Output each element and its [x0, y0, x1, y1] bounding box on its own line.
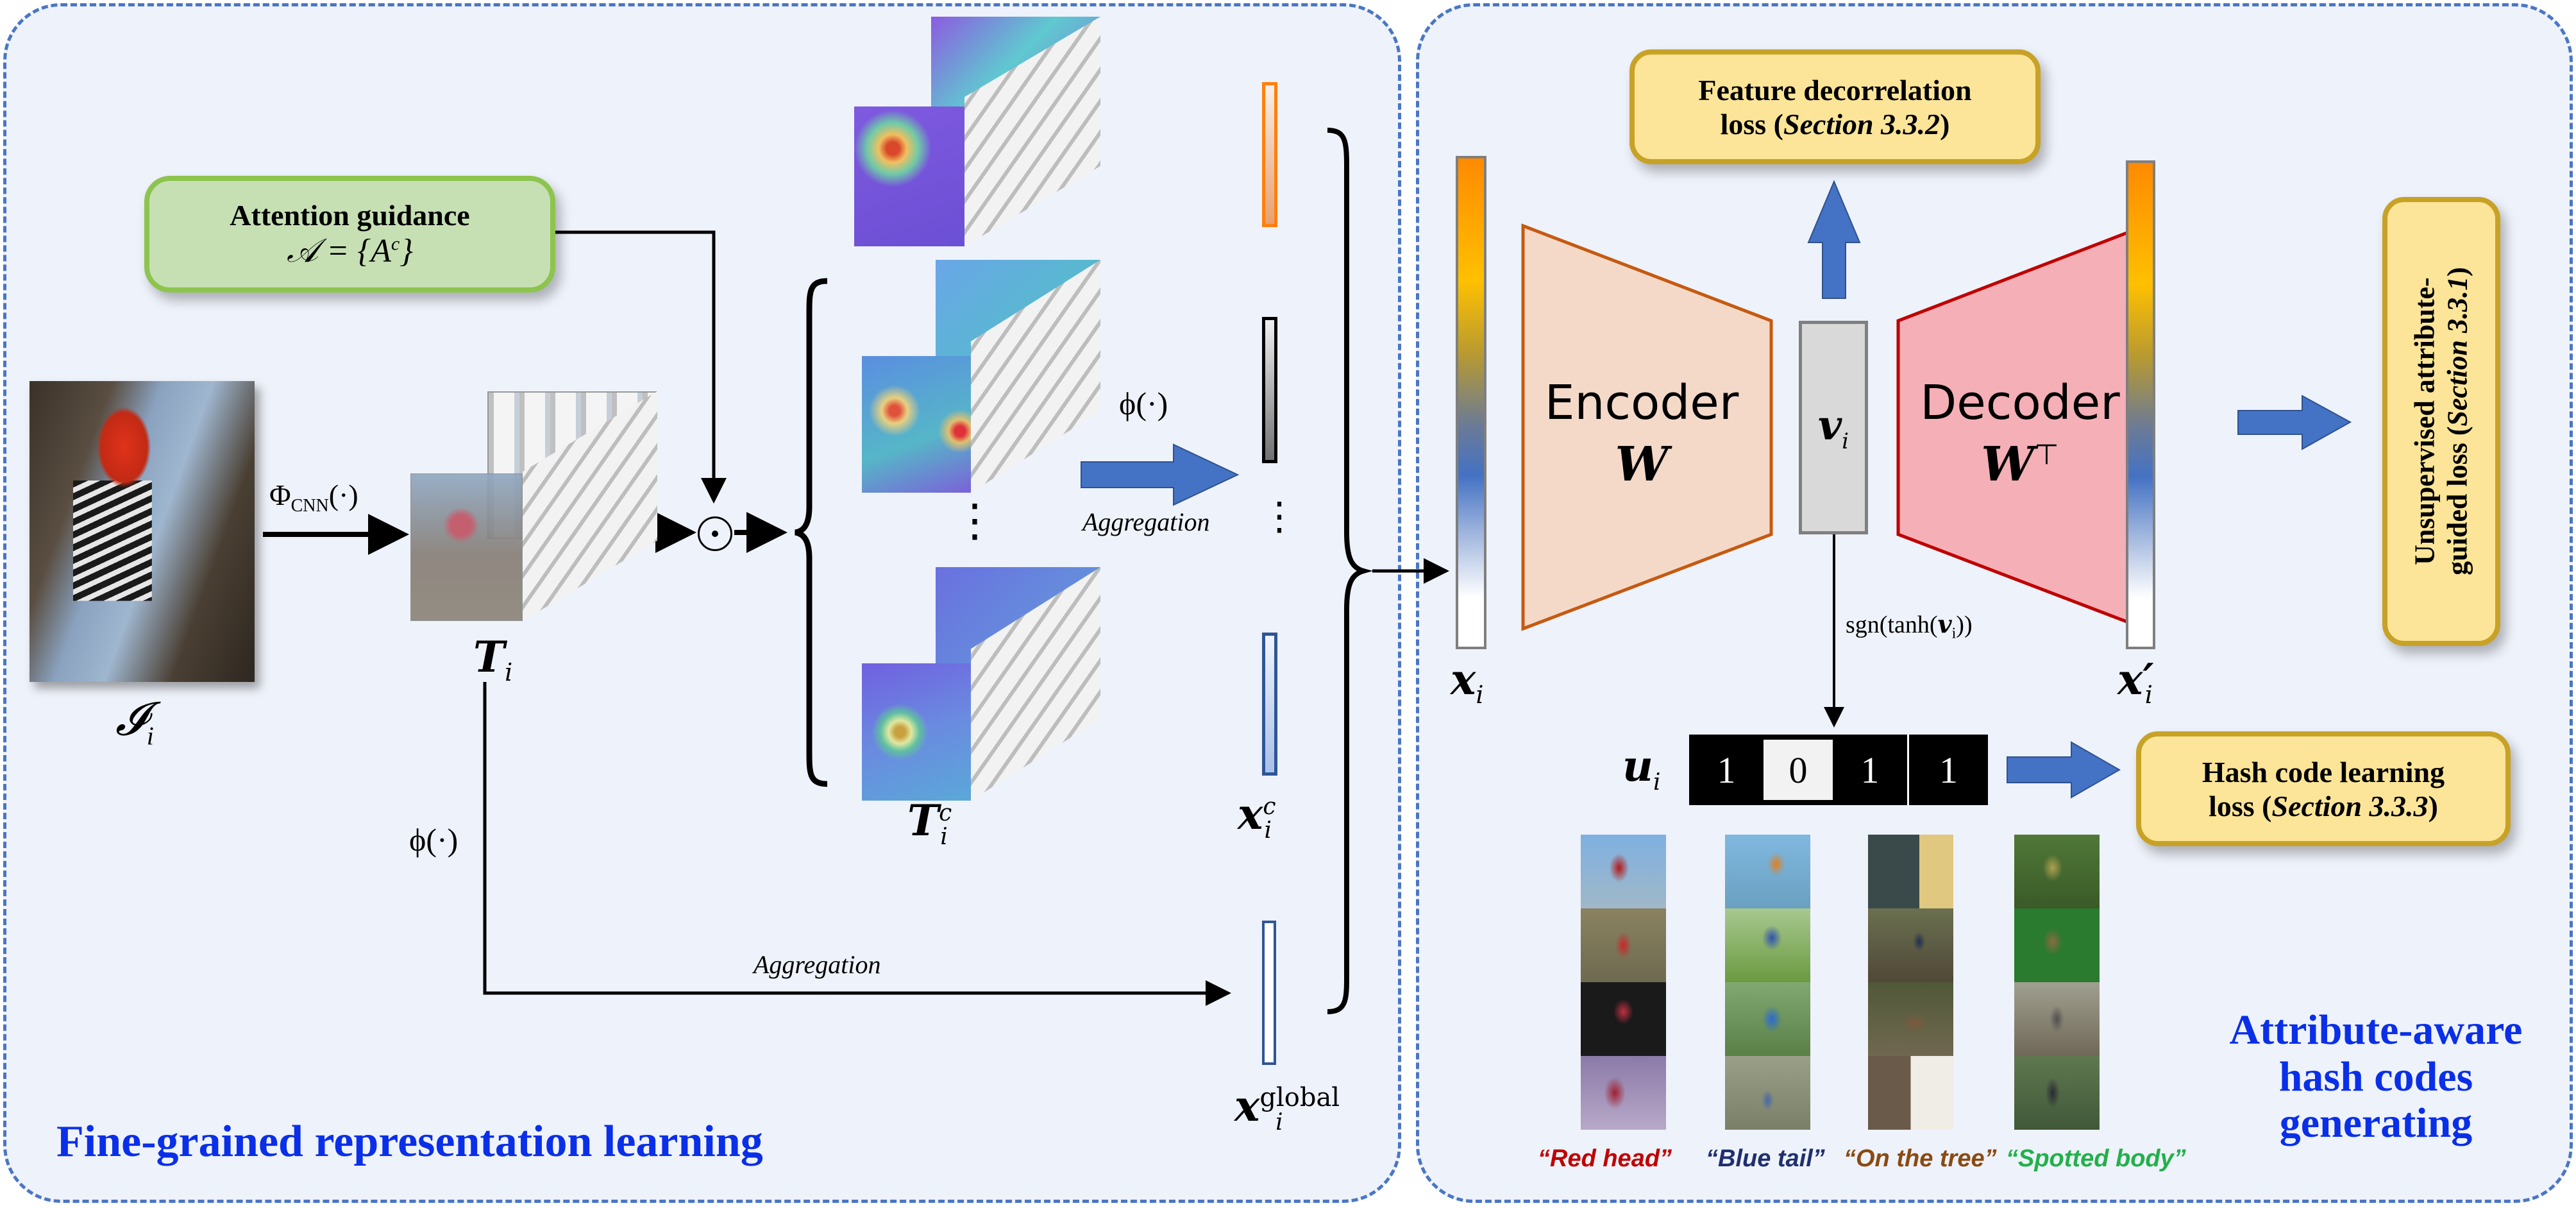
decoder-weight: W⊤: [1981, 437, 2059, 492]
dots-cubes: ⋮: [952, 497, 997, 546]
reconstruction-block-arrow: [2237, 395, 2352, 450]
attribute-red-head: “Red head”: [1538, 1145, 1672, 1172]
thumb-blue-2: [1725, 908, 1810, 982]
unsupervised-line1: Unsupervised attribute-: [2409, 277, 2441, 566]
input-bird-image: [29, 381, 255, 682]
left-panel-title: Fine-grained representation learning: [56, 1117, 763, 1166]
thumb-tree-3: [1868, 982, 1953, 1056]
attention-guidance-formula: 𝒜 = {Ac}: [287, 232, 413, 269]
encoder-weight: W: [1615, 437, 1669, 492]
feature-map-cube: [410, 391, 657, 621]
unsupervised-loss-box: Unsupervised attribute- guided loss (Sec…: [2382, 197, 2500, 646]
feature-decorrelation-line2: loss (Section 3.3.2): [1720, 107, 1950, 140]
right-brace: [1327, 128, 1373, 1014]
hash-code-bits: 1 0 1 1: [1689, 735, 1988, 805]
dots-vectors: ⋮: [1260, 495, 1299, 538]
x-prime-vector: [2126, 160, 2155, 649]
attribute-on-the-tree: “On the tree”: [1844, 1145, 1997, 1172]
attribute-spotted-body: “Spotted body”: [2006, 1145, 2186, 1172]
feature-map-label: Ti: [473, 632, 513, 687]
x-prime-label: x′i: [2117, 654, 2154, 710]
thumb-tree-4: [1868, 1056, 1953, 1130]
hash-code-line1: Hash code learning: [2201, 755, 2445, 788]
attended-cube-3: [862, 567, 1100, 801]
x-i-vector: [1456, 156, 1486, 649]
input-image-label: 𝓘i: [115, 693, 154, 751]
decoder-label: Decoder W⊤: [1914, 375, 2126, 492]
thumb-spotted-2: [2014, 908, 2100, 982]
thumb-spotted-1: [2014, 835, 2100, 908]
thumb-tree-2: [1868, 908, 1953, 982]
hash-bit-3: 1: [1833, 735, 1909, 805]
thumb-spotted-4: [2014, 1056, 2100, 1130]
u-i-label: ui: [1622, 741, 1661, 796]
bottleneck-label: vi: [1817, 401, 1849, 454]
vector-gray: [1262, 317, 1277, 463]
thumb-blue-4: [1725, 1056, 1810, 1130]
attention-arrow: [555, 230, 727, 504]
attribute-blue-tail: “Blue tail”: [1706, 1145, 1825, 1172]
hash-bit-2: 0: [1764, 740, 1833, 800]
cnn-op-label: ΦCNN(·): [269, 479, 358, 516]
aggregation-top-label: Aggregation: [1082, 507, 1210, 536]
thumb-blue-3: [1725, 982, 1810, 1056]
x-i-label: xi: [1451, 654, 1484, 710]
right-title-line1: Attribute-aware: [2229, 1007, 2523, 1053]
vector-global: [1262, 921, 1276, 1065]
thumb-blue-1: [1725, 835, 1810, 908]
thumb-red-1: [1581, 835, 1666, 908]
up-block-arrow: [1807, 180, 1861, 299]
encoder-shape: [1521, 223, 1773, 631]
encoder-label: Encoder W: [1536, 375, 1747, 492]
vector-c-label: xci: [1238, 789, 1276, 844]
attended-cube-1: [854, 17, 1100, 246]
bottleneck-vector: vi: [1799, 321, 1868, 534]
unsupervised-line2: guided loss (Section 3.3.1): [2441, 267, 2473, 576]
right-panel-title: Attribute-aware hash codes generating: [2193, 1007, 2559, 1147]
attended-cube-2: [862, 260, 1100, 493]
hash-code-line2: loss (Section 3.3.3): [2209, 789, 2438, 822]
hash-code-loss-box: Hash code learning loss (Section 3.3.3): [2136, 731, 2511, 846]
right-title-line3: generating: [2279, 1100, 2473, 1147]
right-title-line2: hash codes: [2278, 1053, 2473, 1100]
global-branch-line: [483, 682, 1231, 1006]
decoder-title: Decoder: [1920, 375, 2120, 430]
encoder-title: Encoder: [1544, 375, 1739, 430]
hash-bit-4: 1: [1939, 749, 1958, 791]
feature-decorrelation-line1: Feature decorrelation: [1698, 73, 1972, 106]
aggregation-bottom-label: Aggregation: [753, 950, 881, 979]
hash-bit-1: 1: [1717, 749, 1736, 791]
sgn-label: sgn(tanh(vi)): [1846, 609, 1973, 642]
phi-left-label: ϕ(·): [409, 822, 459, 858]
vector-blue: [1262, 633, 1277, 776]
aggregation-block-arrow: [1081, 443, 1240, 506]
thumb-spotted-3: [2014, 982, 2100, 1056]
thumb-red-4: [1581, 1056, 1666, 1130]
attention-guidance-title: Attention guidance: [230, 198, 470, 232]
phi-top-label: ϕ(·): [1119, 386, 1168, 421]
vector-global-label: xglobali: [1234, 1081, 1340, 1136]
left-brace: [794, 278, 828, 787]
attended-map-label: Tci: [907, 795, 952, 851]
vector-orange: [1262, 82, 1277, 227]
thumb-tree-1: [1868, 835, 1953, 908]
thumb-red-2: [1581, 908, 1666, 982]
thumb-red-3: [1581, 982, 1666, 1056]
attention-guidance-box: Attention guidance 𝒜 = {Ac}: [144, 176, 555, 293]
feature-decorrelation-loss-box: Feature decorrelation loss (Section 3.3.…: [1629, 49, 2041, 164]
hash-block-arrow: [2007, 741, 2121, 799]
hadamard-product-icon: [698, 516, 732, 551]
feature-map-front: [410, 473, 523, 621]
